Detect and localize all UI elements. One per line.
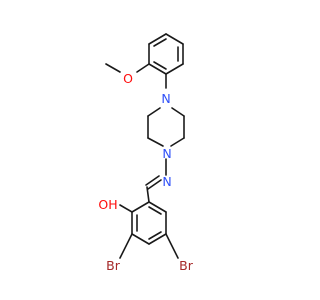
bond	[148, 63, 167, 75]
bond	[153, 38, 167, 47]
bond	[148, 233, 167, 245]
atom-labels: O N N N OH Br Br	[98, 71, 193, 273]
atom-n-imine: N	[162, 174, 171, 189]
bond	[170, 137, 185, 147]
atom-br-left: Br	[106, 258, 121, 273]
bond	[148, 206, 162, 215]
atom-o-methoxy: O	[123, 71, 133, 86]
bond	[165, 233, 179, 259]
atom-n-piperazine-bottom: N	[162, 146, 171, 161]
bond	[147, 137, 164, 147]
bond	[147, 179, 162, 190]
bond	[131, 201, 150, 213]
bond	[147, 107, 161, 117]
bond	[165, 33, 184, 45]
bond	[145, 175, 160, 186]
bond	[165, 63, 184, 75]
structure-diagram: O N N N OH Br Br	[98, 33, 194, 273]
bond	[136, 63, 150, 73]
bond	[148, 201, 167, 213]
atom-oh-phenol: OH	[98, 197, 117, 212]
bonds	[105, 33, 185, 259]
bond	[148, 231, 162, 240]
molecule-canvas: O N N N OH Br Br	[98, 33, 194, 273]
bond	[131, 233, 150, 245]
bond	[153, 61, 167, 70]
atom-br-right: Br	[179, 258, 194, 273]
bond	[105, 63, 121, 73]
bond	[119, 204, 133, 213]
bond	[119, 233, 133, 259]
bond	[146, 186, 150, 203]
bond	[148, 33, 167, 45]
bond	[171, 107, 185, 117]
atom-n-piperazine-top: N	[161, 91, 170, 106]
